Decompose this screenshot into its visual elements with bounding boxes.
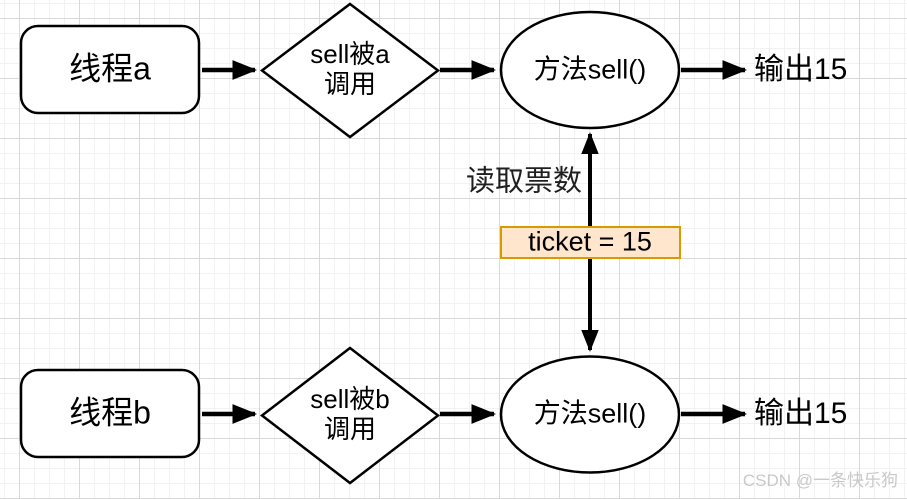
- output-b-label: 输出15: [754, 396, 848, 430]
- condition-a-diamond: [259, 2, 441, 139]
- method-b-ellipse: [499, 355, 681, 474]
- csdn-watermark: CSDN @一条快乐狗: [742, 471, 898, 490]
- condition-b-diamond: [259, 346, 441, 485]
- condition-b-label: sell被b 调用: [310, 384, 390, 444]
- thread-b-label: 线程b: [69, 394, 151, 431]
- method-b-label: 方法sell(): [533, 398, 647, 429]
- thread-b-box: [19, 368, 201, 459]
- ticket-value-label: ticket = 15: [528, 226, 652, 257]
- output-a-label: 输出15: [754, 52, 848, 86]
- method-a-label: 方法sell(): [533, 54, 647, 85]
- condition-a-label: sell被a 调用: [310, 39, 390, 99]
- ticket-state-box: [500, 226, 681, 259]
- method-a-ellipse: [499, 10, 681, 130]
- read-ticket-label: 读取票数: [465, 165, 583, 198]
- thread-a-label: 线程a: [69, 50, 151, 87]
- thread-a-box: [19, 24, 201, 115]
